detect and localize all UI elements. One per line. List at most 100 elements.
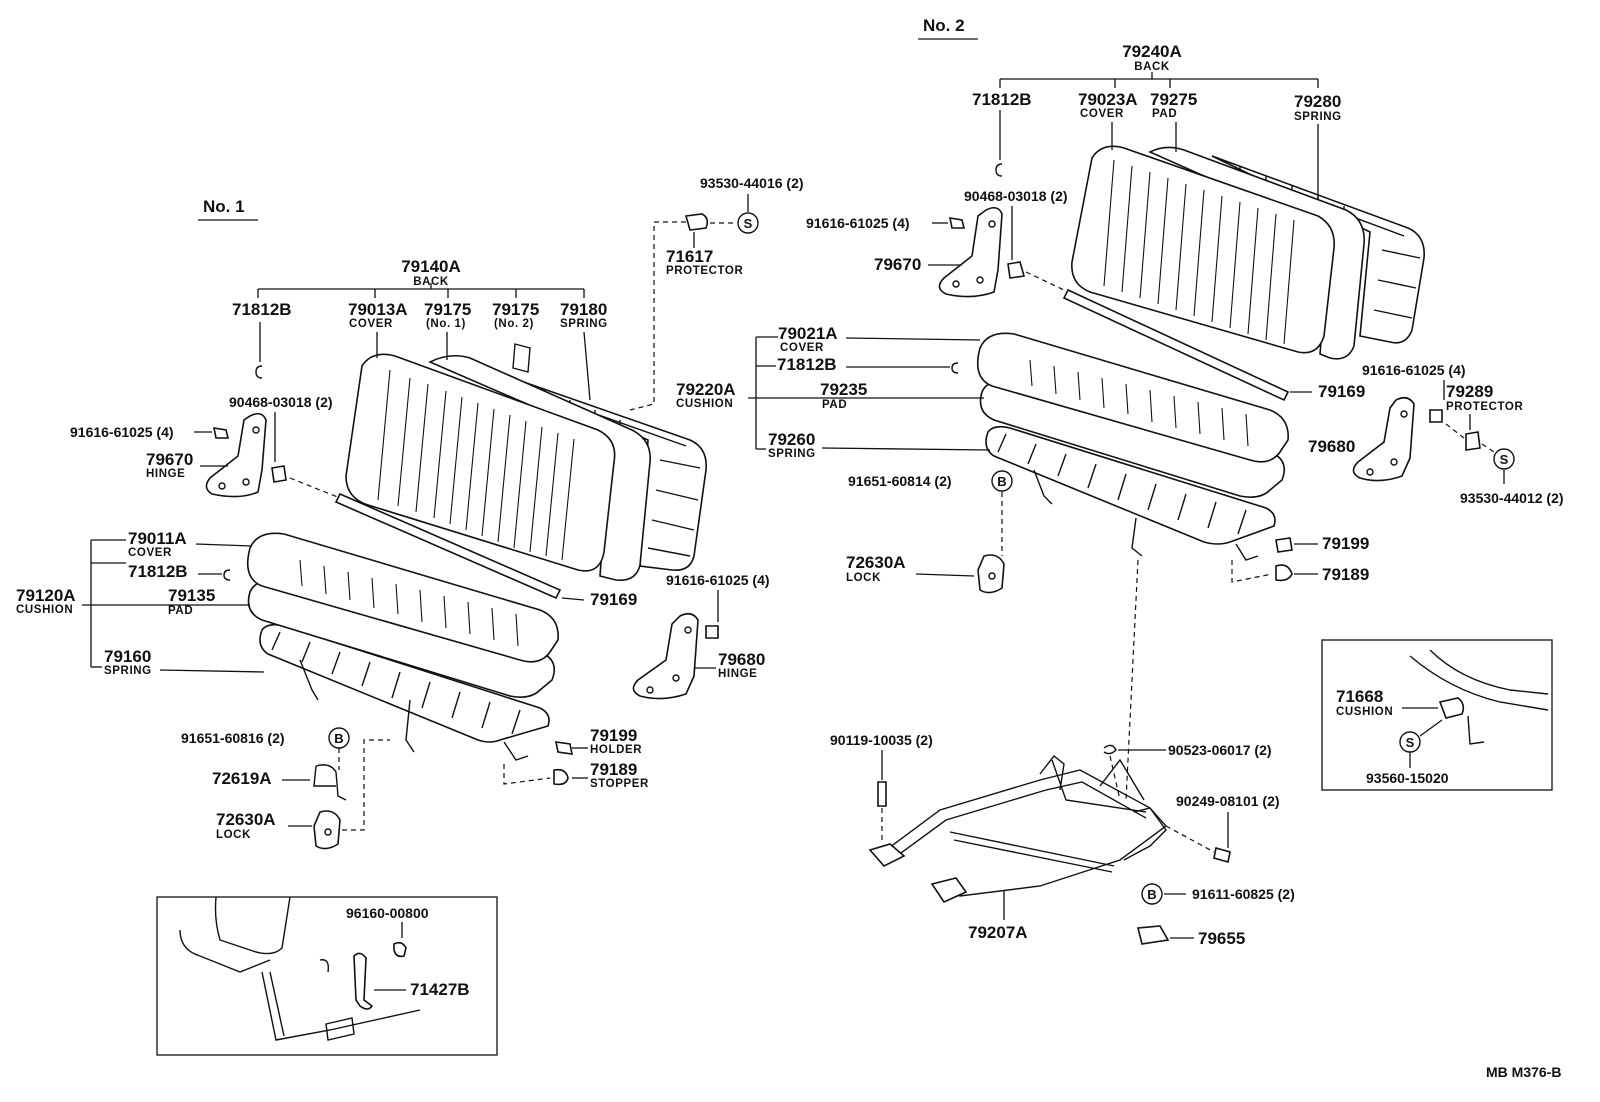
n1-93530-label: 93530-44016 (2) xyxy=(700,175,804,191)
n2-79169-label: 79169 xyxy=(1318,382,1365,401)
n2-b-marker xyxy=(991,470,1013,492)
n1-91616b-label: 91616-61025 (4) xyxy=(666,572,770,588)
n1-90468-label: 90468-03018 (2) xyxy=(229,394,333,410)
n1-holder-part xyxy=(554,741,574,755)
n2-bolt xyxy=(948,217,966,229)
n2-bolt-2 xyxy=(1429,409,1443,423)
n2-79680-label: 79680 xyxy=(1308,437,1355,456)
n2-cushion-cover-part-number: 79021A xyxy=(778,324,838,343)
n2-91616a-label: 91616-61025 (4) xyxy=(806,215,910,231)
n1-rod-79169-part xyxy=(334,492,562,600)
n1-cushion-cover-part-number: 79011A xyxy=(128,529,187,548)
n2-90523-label: 90523-06017 (2) xyxy=(1168,742,1272,758)
n1-cushion-spring-part-number: 79160 xyxy=(104,647,151,666)
n2-90119-bolt xyxy=(877,781,887,807)
n1-79175-no1-label: 79175 xyxy=(424,300,471,319)
diagram-code: MB M376-B xyxy=(1486,1064,1561,1080)
n1-spring-name: SPRING xyxy=(560,318,608,330)
n1-cushion-drawing xyxy=(246,532,559,761)
n2-cushion-71812b-label: 71812B xyxy=(777,355,837,374)
n1-cushion-spring-name: SPRING xyxy=(104,665,152,677)
n1-inset-box xyxy=(156,896,498,1056)
n2-cover-part-number: 79023A xyxy=(1078,90,1138,109)
n2-protector-part xyxy=(1465,431,1481,451)
n1-stopper-name: STOPPER xyxy=(590,778,649,790)
n1-pad-name: PAD xyxy=(168,605,193,617)
n1-back-name: BACK xyxy=(413,276,449,288)
n1-holder-part-number: 79199 xyxy=(590,726,637,745)
n2-cushion-cover-name: COVER xyxy=(780,342,824,354)
n1-holder-name: HOLDER xyxy=(590,744,642,756)
n1-72619a-part xyxy=(313,764,347,801)
n2-back-name: BACK xyxy=(1134,61,1170,73)
n2-cushion-spring-part-number: 79260 xyxy=(768,430,815,449)
n1-lock-part-number: 72630A xyxy=(216,810,276,829)
n2-79199-part xyxy=(1275,537,1293,553)
n1-cover-name: COVER xyxy=(349,318,393,330)
section-no1-title: No. 1 xyxy=(203,197,245,216)
n1-spring-part-number: 79180 xyxy=(560,300,607,319)
n1-79169-label: 79169 xyxy=(590,590,637,609)
n1-back-part-number: 79140A xyxy=(401,257,461,276)
n2-79199-label: 79199 xyxy=(1322,534,1369,553)
n2-pad-name: PAD xyxy=(1152,108,1177,120)
n2-71668-part-number: 71668 xyxy=(1336,687,1383,706)
n1-hinge-name: HINGE xyxy=(146,468,185,480)
n1-cushion-71812b-label: 71812B xyxy=(128,562,188,581)
n2-91616b-label: 91616-61025 (4) xyxy=(1362,362,1466,378)
n2-pad-part-number: 79275 xyxy=(1150,90,1197,109)
n2-b-marker-2 xyxy=(1141,883,1163,905)
n1-cushion-clip xyxy=(223,569,231,581)
n2-cushion-name: CUSHION xyxy=(676,398,733,410)
n2-79189-label: 79189 xyxy=(1322,565,1369,584)
n1-91616a-label: 91616-61025 (4) xyxy=(70,424,174,440)
n2-90249-label: 90249-08101 (2) xyxy=(1176,793,1280,809)
n1-hinge-79680-part xyxy=(632,612,699,700)
n2-cushion-clip xyxy=(951,362,959,374)
n2-cover-name: COVER xyxy=(1080,108,1124,120)
n2-93530-label: 93530-44012 (2) xyxy=(1460,490,1564,506)
n2-hinge-79670-part xyxy=(938,206,1003,298)
n1-79175-no2-label: 79175 xyxy=(492,300,539,319)
svg-text:S: S xyxy=(744,216,753,231)
n2-clip xyxy=(995,163,1003,177)
n2-79655-part xyxy=(1136,925,1170,945)
svg-text:S: S xyxy=(1500,452,1509,467)
n1-hinge2-name: HINGE xyxy=(718,668,757,680)
n1-71427b-label: 71427B xyxy=(410,980,470,999)
n2-back-part-number: 79240A xyxy=(1122,42,1182,61)
n2-protector-part-number: 79289 xyxy=(1446,382,1493,401)
n1-hinge-part-number: 79670 xyxy=(146,450,193,469)
n2-90468-part xyxy=(1007,261,1026,279)
n2-lock-name: LOCK xyxy=(846,572,881,584)
n1-cushion-name: CUSHION xyxy=(16,604,73,616)
n2-90249-part xyxy=(1213,846,1231,864)
n2-cushion-pad-name: PAD xyxy=(822,399,847,411)
n2-hinge-79680-part xyxy=(1352,396,1415,482)
n2-93560-label: 93560-15020 xyxy=(1366,770,1449,786)
n2-90523-part xyxy=(1103,744,1117,755)
n1-pad-part-number: 79135 xyxy=(168,586,215,605)
n1-72619a-label: 72619A xyxy=(212,769,272,788)
svg-text:B: B xyxy=(334,731,343,746)
n2-79670-label: 79670 xyxy=(874,255,921,274)
n1-bolt-2 xyxy=(705,625,719,639)
n2-cushion-part-number: 79220A xyxy=(676,380,736,399)
n1-79175-no1-sub: (No. 1) xyxy=(426,318,466,330)
n1-clip xyxy=(255,365,263,379)
n2-91651-label: 91651-60814 (2) xyxy=(848,473,952,489)
n1-91651-label: 91651-60816 (2) xyxy=(181,730,285,746)
n1-cover-part-number: 79013A xyxy=(348,300,408,319)
n1-hinge-79670-part xyxy=(205,412,267,498)
n2-protector-name: PROTECTOR xyxy=(1446,401,1523,413)
n2-inset-drawing xyxy=(1409,649,1549,745)
n1-protector-part-number: 71617 xyxy=(666,247,713,266)
n2-91611-label: 91611-60825 (2) xyxy=(1192,886,1295,902)
n1-cushion-cover-name: COVER xyxy=(128,547,172,559)
n1-stopper-part-number: 79189 xyxy=(590,760,637,779)
n2-s-marker xyxy=(1493,448,1515,470)
svg-text:S: S xyxy=(1406,735,1415,750)
svg-text:B: B xyxy=(1147,887,1156,902)
